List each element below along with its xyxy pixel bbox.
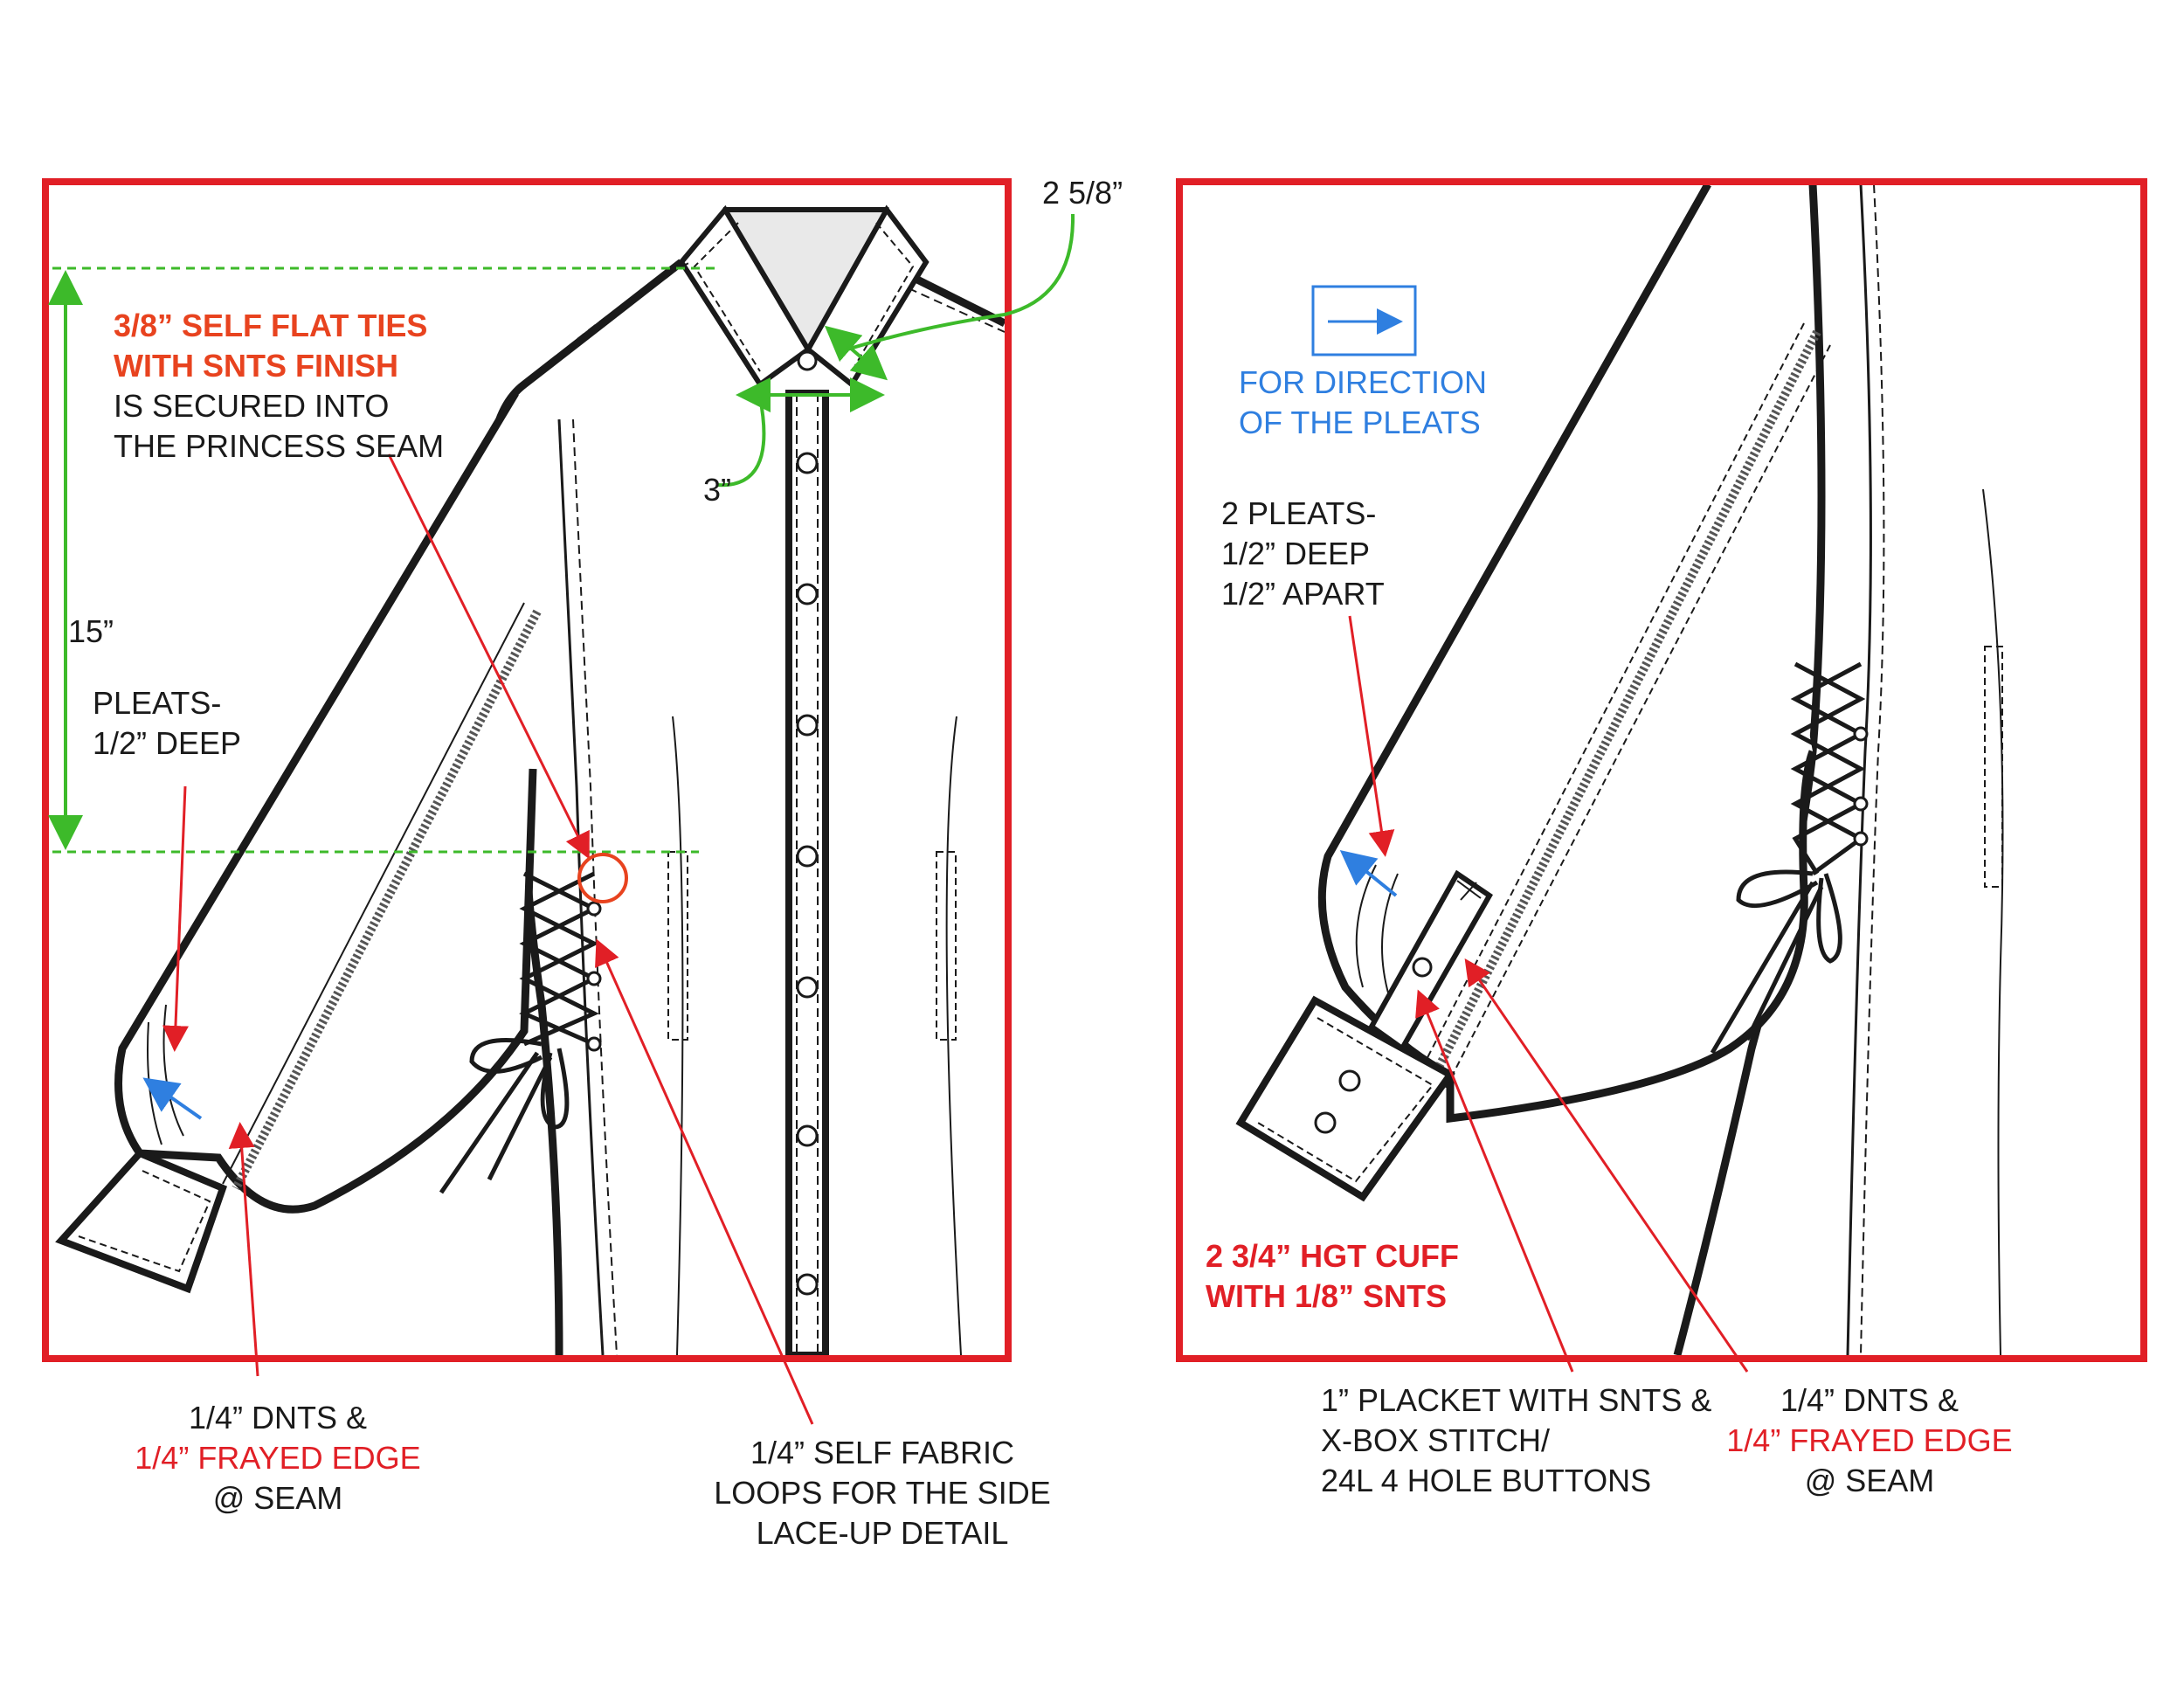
right-seam-note-line-2: 1/4” FRAYED EDGE xyxy=(1726,1422,2013,1458)
tie-height-label: 15” xyxy=(68,613,114,649)
right-seam-note: 1/4” DNTS & 1/4” FRAYED EDGE @ SEAM xyxy=(1704,1380,2035,1501)
tie-note-line-2: WITH SNTS FINISH xyxy=(114,348,398,384)
tie-note-line-4: THE PRINCESS SEAM xyxy=(114,428,445,464)
right-seam-note-line-3: @ SEAM xyxy=(1804,1463,1935,1498)
collar-width-label: 2 5/8” xyxy=(1042,175,1123,211)
collar-dimensions xyxy=(715,213,1075,488)
left-pleats-note-line-2: 1/2” DEEP xyxy=(93,725,242,761)
tie-note-line-1: 3/8” SELF FLAT TIES xyxy=(114,308,428,343)
loops-note-line-2: LOOPS FOR THE SIDE xyxy=(714,1475,1051,1511)
princess-seam xyxy=(557,419,605,1355)
sleeve-seam-frayed-right xyxy=(1428,329,1821,1082)
collar-spread-label: 3” xyxy=(703,472,732,508)
left-seam-note-line-2: 1/4” FRAYED EDGE xyxy=(135,1440,421,1476)
loops-note-line-3: LACE-UP DETAIL xyxy=(756,1515,1009,1551)
left-seam-note-line-3: @ SEAM xyxy=(212,1480,343,1516)
tie-height-dimension xyxy=(48,266,716,854)
right-pleats-note: 2 PLEATS- 1/2” DEEP 1/2” APART xyxy=(1221,494,1385,614)
direction-note-line-1: FOR DIRECTION xyxy=(1239,364,1487,400)
center-front-placket xyxy=(785,390,829,1355)
right-callout-arrows xyxy=(1348,615,1749,1373)
loops-note: 1/4” SELF FABRIC LOOPS FOR THE SIDE LACE… xyxy=(690,1433,1075,1553)
cuff-buttons xyxy=(1314,1069,1361,1134)
lace-loops xyxy=(586,901,602,1052)
left-panel-drawing xyxy=(55,204,1006,1355)
sleeve-placket xyxy=(1368,869,1493,1053)
x-box-stitch xyxy=(1456,880,1482,901)
side-pocket-right xyxy=(936,851,957,1041)
cuff-note-line-1: 2 3/4” HGT CUFF xyxy=(1206,1238,1460,1274)
right-pleats-note-line-2: 1/2” DEEP xyxy=(1221,536,1371,571)
direction-note: FOR DIRECTION OF THE PLEATS xyxy=(1239,363,1487,443)
sleeve-cuff xyxy=(55,1149,228,1294)
sleeve-outline xyxy=(114,391,537,1214)
sleeve-seam-frayed xyxy=(232,609,542,1191)
pleat-direction-arrow-right xyxy=(1339,849,1398,897)
cuff-note-line-2: WITH 1/8” SNTS xyxy=(1206,1278,1448,1314)
tie-anchor-marker xyxy=(577,853,628,903)
yoke-seam-left xyxy=(523,261,691,385)
cuff-note: 2 3/4” HGT CUFF WITH 1/8” SNTS xyxy=(1206,1236,1459,1317)
collar-button xyxy=(797,350,818,371)
placket-note: 1” PLACKET WITH SNTS & X-BOX STITCH/ 24L… xyxy=(1321,1380,1711,1501)
right-seam-note-line-1: 1/4” DNTS & xyxy=(1780,1382,1959,1418)
pleat-direction-arrow-left xyxy=(142,1077,203,1120)
side-lace-up xyxy=(439,871,599,1194)
left-pleats-note: PLEATS- 1/2” DEEP xyxy=(93,683,241,764)
right-pleats-note-line-3: 1/2” APART xyxy=(1221,576,1385,612)
pleat-direction-legend-box xyxy=(1311,285,1417,356)
left-seam-note-line-1: 1/4” DNTS & xyxy=(188,1400,368,1435)
sleeve-cuff-right xyxy=(1235,995,1455,1202)
placket-note-line-2: X-BOX STITCH/ xyxy=(1321,1422,1551,1458)
tie-note: 3/8” SELF FLAT TIES WITH SNTS FINISH IS … xyxy=(114,306,444,467)
left-seam-note: 1/4” DNTS & 1/4” FRAYED EDGE @ SEAM xyxy=(112,1398,444,1519)
left-pleats-note-line-1: PLEATS- xyxy=(93,685,222,721)
direction-note-line-2: OF THE PLEATS xyxy=(1239,405,1481,440)
side-pocket xyxy=(1984,646,2003,888)
side-pocket-left xyxy=(667,851,688,1041)
placket-buttons xyxy=(796,452,819,1296)
right-pleats-note-line-1: 2 PLEATS- xyxy=(1221,495,1377,531)
placket-note-line-3: 24L 4 HOLE BUTTONS xyxy=(1321,1463,1652,1498)
left-panel-frame xyxy=(42,178,1012,1362)
tie-note-line-3: IS SECURED INTO xyxy=(114,388,390,424)
sleeve-pleat xyxy=(162,1004,184,1137)
right-panel-frame xyxy=(1176,178,2147,1362)
placket-note-line-1: 1” PLACKET WITH SNTS & xyxy=(1321,1382,1712,1418)
loops-note-line-1: 1/4” SELF FABRIC xyxy=(750,1435,1015,1470)
left-callout-arrows xyxy=(162,453,814,1425)
right-panel-drawing xyxy=(1235,184,2004,1355)
